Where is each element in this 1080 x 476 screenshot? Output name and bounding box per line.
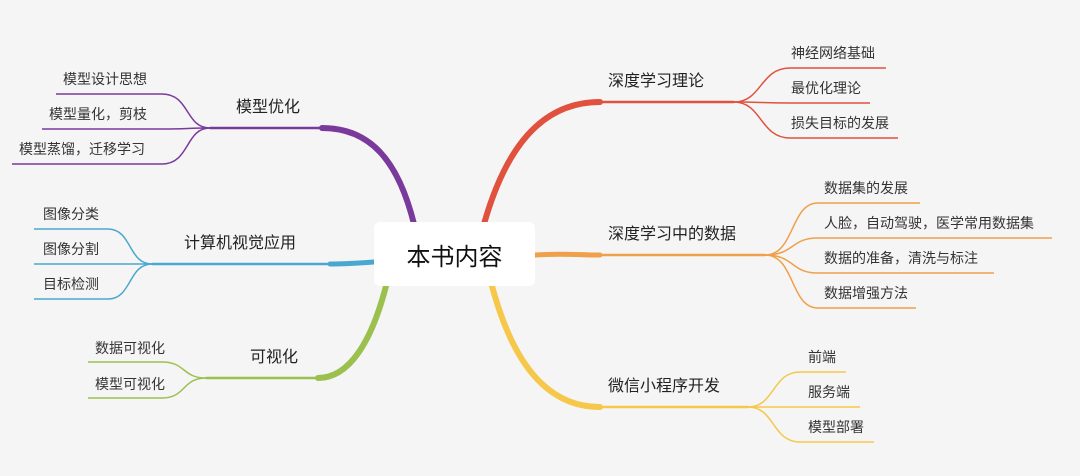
connector-to-design-ideas bbox=[56, 93, 211, 129]
leaf-optimization-theory: 最优化理论 bbox=[791, 81, 861, 97]
leaf-model-deployment: 模型部署 bbox=[808, 420, 864, 436]
leaf-data-visualization: 数据可视化 bbox=[95, 341, 165, 357]
connector-to-augmentation bbox=[764, 254, 916, 309]
connector-to-data-visualization bbox=[88, 361, 207, 379]
leaf-backend: 服务端 bbox=[808, 385, 850, 401]
connector-to-common-datasets bbox=[764, 237, 1052, 256]
branch-data-in-deep-learning: 深度学习中的数据 数据集的发展 人脸，自动驾驶，医学常用数据集 数据的准备，清洗… bbox=[532, 180, 1052, 309]
branch-computer-vision: 计算机视觉应用 图像分类 图像分割 目标检测 bbox=[34, 207, 377, 300]
leaf-data-preparation: 数据的准备，清洗与标注 bbox=[824, 250, 978, 267]
connector-to-dataset-history bbox=[764, 202, 920, 256]
connector-to-deployment bbox=[747, 406, 874, 443]
leaf-quantization-pruning: 模型量化，剪枝 bbox=[49, 107, 147, 123]
connector-to-distillation bbox=[12, 127, 211, 165]
leaf-frontend: 前端 bbox=[808, 349, 836, 366]
branch-visualization: 可视化 数据可视化 模型可视化 bbox=[88, 283, 389, 399]
connector-center-to-computer-vision bbox=[327, 259, 377, 267]
leaf-distillation-transfer: 模型蒸馏，迁移学习 bbox=[19, 142, 145, 158]
branch-label-visualization: 可视化 bbox=[250, 347, 298, 366]
leaf-model-visualization: 模型可视化 bbox=[95, 377, 165, 393]
branch-label-deep-learning-theory: 深度学习理论 bbox=[608, 71, 704, 90]
connector-to-frontend bbox=[747, 371, 846, 408]
leaf-image-classification: 图像分类 bbox=[43, 207, 99, 223]
branch-label-wechat-miniprogram: 微信小程序开发 bbox=[608, 376, 720, 395]
connector-center-to-wechat bbox=[489, 283, 603, 410]
connector-center-to-data bbox=[532, 251, 603, 258]
branch-model-optimization: 模型优化 模型设计思想 模型量化，剪枝 模型蒸馏，迁移学习 bbox=[12, 72, 417, 227]
connector-center-to-model-optimization bbox=[319, 125, 417, 227]
leaf-loss-objective: 损失目标的发展 bbox=[791, 116, 889, 132]
leaf-image-segmentation: 图像分割 bbox=[43, 241, 99, 258]
connector-center-to-deep-learning-theory bbox=[481, 99, 603, 227]
connector-to-nn-basics bbox=[733, 67, 886, 103]
leaf-common-datasets: 人脸，自动驾驶，医学常用数据集 bbox=[824, 215, 1034, 232]
connector-to-data-prep bbox=[764, 254, 994, 274]
branch-wechat-miniprogram: 微信小程序开发 前端 服务端 模型部署 bbox=[489, 283, 874, 443]
leaf-dataset-history: 数据集的发展 bbox=[824, 180, 908, 197]
connector-center-to-visualization bbox=[315, 283, 389, 381]
connector-to-optimization bbox=[733, 101, 870, 104]
connector-to-classification bbox=[34, 228, 153, 265]
connector-to-detection bbox=[34, 263, 153, 300]
connector-to-model-visualization bbox=[88, 377, 207, 399]
leaf-nn-basics: 神经网络基础 bbox=[791, 45, 875, 62]
leaf-model-design: 模型设计思想 bbox=[63, 72, 147, 88]
branch-label-computer-vision: 计算机视觉应用 bbox=[184, 233, 296, 252]
leaf-data-augmentation: 数据增强方法 bbox=[824, 286, 908, 302]
central-topic-label: 本书内容 bbox=[406, 242, 503, 271]
leaf-object-detection: 目标检测 bbox=[43, 277, 99, 293]
branch-label-model-optimization: 模型优化 bbox=[236, 97, 300, 116]
central-topic-box: 本书内容 bbox=[374, 222, 535, 286]
connector-to-quantization bbox=[42, 127, 211, 130]
branch-label-data-in-deep-learning: 深度学习中的数据 bbox=[608, 224, 736, 243]
branch-deep-learning-theory: 深度学习理论 神经网络基础 最优化理论 损失目标的发展 bbox=[481, 45, 898, 227]
connector-to-loss-objective bbox=[733, 101, 898, 139]
